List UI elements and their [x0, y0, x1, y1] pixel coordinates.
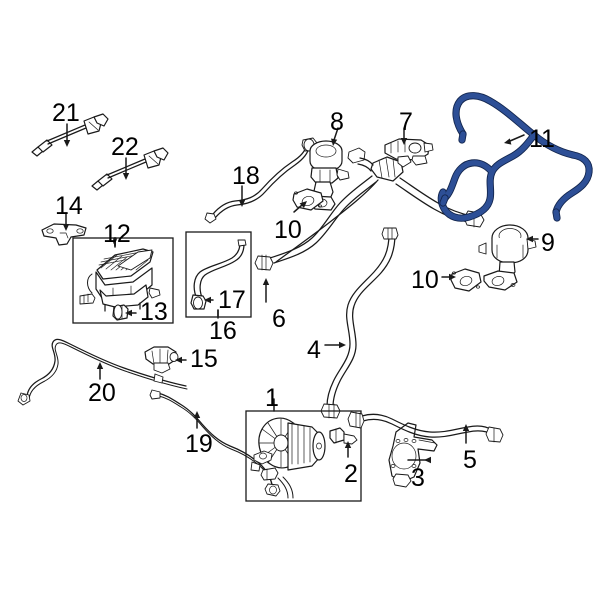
- part-4-air-hose: [320, 227, 399, 419]
- box-1-frame: [245, 410, 362, 502]
- part-12-vapor-canister: [79, 248, 161, 312]
- box-12-frame: [72, 237, 174, 324]
- callout-7: 7: [399, 108, 413, 136]
- callout-11: 11: [529, 125, 555, 153]
- part-1-air-pump: [250, 417, 326, 499]
- callout-1: 1: [265, 384, 279, 412]
- part-14-bracket: [41, 223, 87, 246]
- center-pipe-junction: [254, 147, 485, 271]
- callout-4: 4: [307, 336, 321, 364]
- callout-20: 20: [88, 379, 116, 407]
- part-11-hose-assembly-highlighted: [437, 92, 593, 222]
- callout-10-upper: 10: [274, 216, 302, 244]
- callout-12: 12: [103, 220, 131, 248]
- callout-8: 8: [330, 108, 344, 136]
- callout-19: 19: [185, 430, 213, 458]
- part-10-gasket-lower: [450, 268, 482, 292]
- part-5-air-hose: [347, 411, 504, 443]
- callout-21: 21: [52, 99, 80, 127]
- callout-10-lower: 10: [411, 266, 439, 294]
- callout-14: 14: [55, 192, 83, 220]
- callout-6: 6: [272, 305, 286, 333]
- callout-9: 9: [541, 229, 555, 257]
- part-7-solenoid-valve: [384, 138, 434, 166]
- callout-5: 5: [463, 446, 477, 474]
- part-9-check-valve: [478, 224, 537, 291]
- part-20-vapor-tube: [17, 338, 188, 406]
- part-2-fitting: [329, 427, 358, 445]
- part-16-hose-assembly: [190, 239, 247, 310]
- callout-17: 17: [218, 286, 246, 314]
- part-3-bracket: [388, 422, 438, 488]
- callout-16: 16: [209, 317, 237, 345]
- callout-3: 3: [411, 464, 425, 492]
- callout-18: 18: [232, 162, 260, 190]
- part-10-gasket-upper: [292, 188, 324, 211]
- callout-13: 13: [140, 298, 168, 326]
- callout-2: 2: [344, 460, 358, 488]
- part-13-grommet: [112, 304, 129, 321]
- part-22-oxygen-sensor: [91, 147, 169, 191]
- part-18-vacuum-hose: [204, 137, 318, 224]
- part-15-purge-valve: [144, 346, 179, 374]
- callout-22: 22: [111, 133, 139, 161]
- callout-15: 15: [190, 345, 218, 373]
